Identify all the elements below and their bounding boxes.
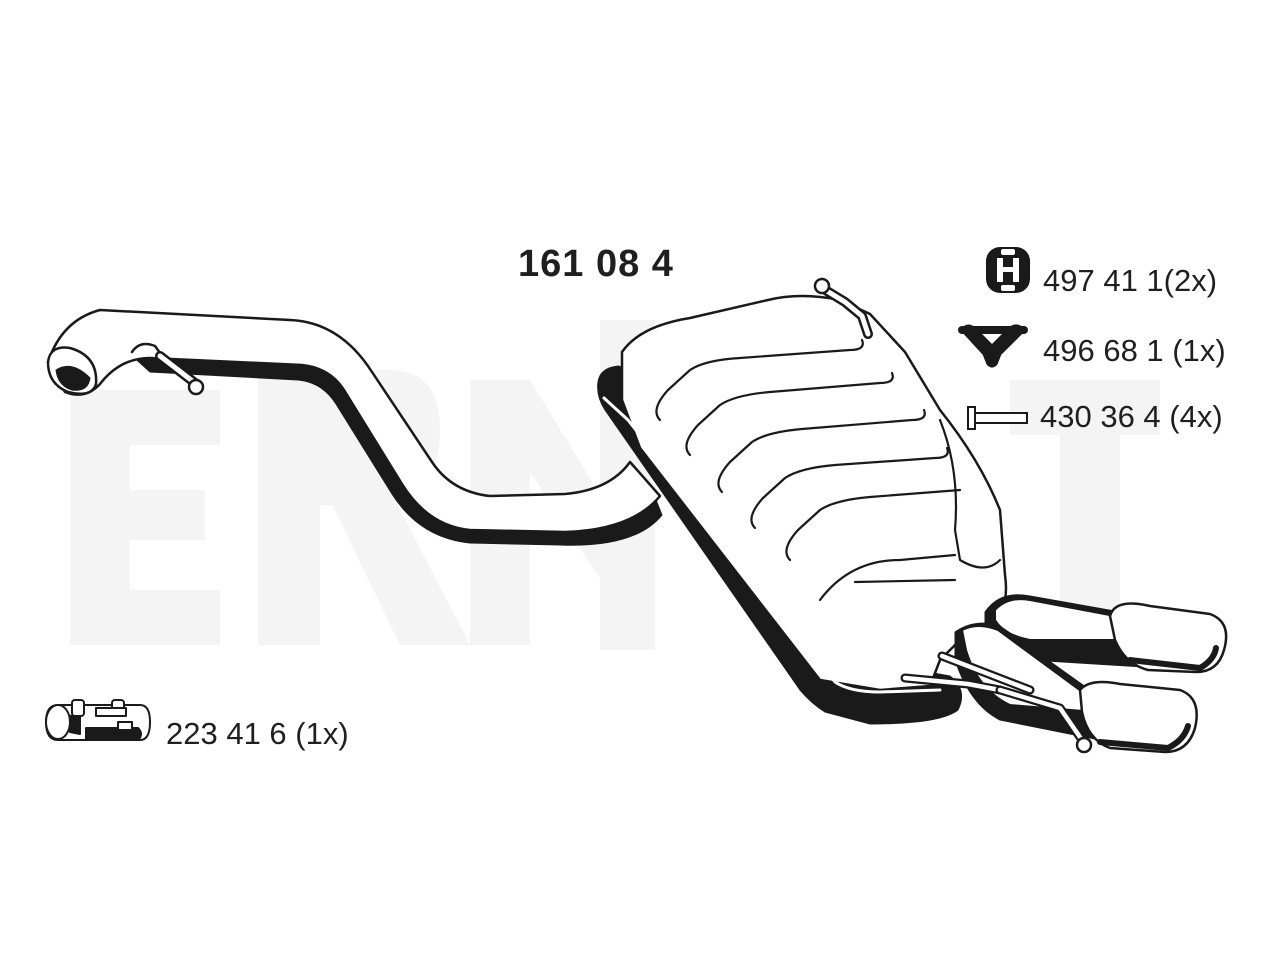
exhaust-pipe: [46, 308, 663, 546]
tail-pipes: [900, 594, 1228, 754]
pipe-clamp-icon: [45, 699, 151, 741]
rubber-hanger-icon: [986, 247, 1030, 293]
main-part-number: 161 08 4: [518, 243, 674, 285]
part-label-bolt: 430 36 4 (4x): [1040, 399, 1223, 434]
hanger-bracket-icon: [958, 324, 1028, 368]
part-label-pipe-clamp: 223 41 6 (1x): [166, 716, 349, 751]
part-label-rubber-hanger: 497 41 1(2x): [1043, 263, 1218, 298]
part-label-hanger-bracket: 496 68 1 (1x): [1043, 333, 1226, 368]
rear-silencer: [597, 277, 1008, 725]
bolt-icon: [967, 406, 1028, 430]
